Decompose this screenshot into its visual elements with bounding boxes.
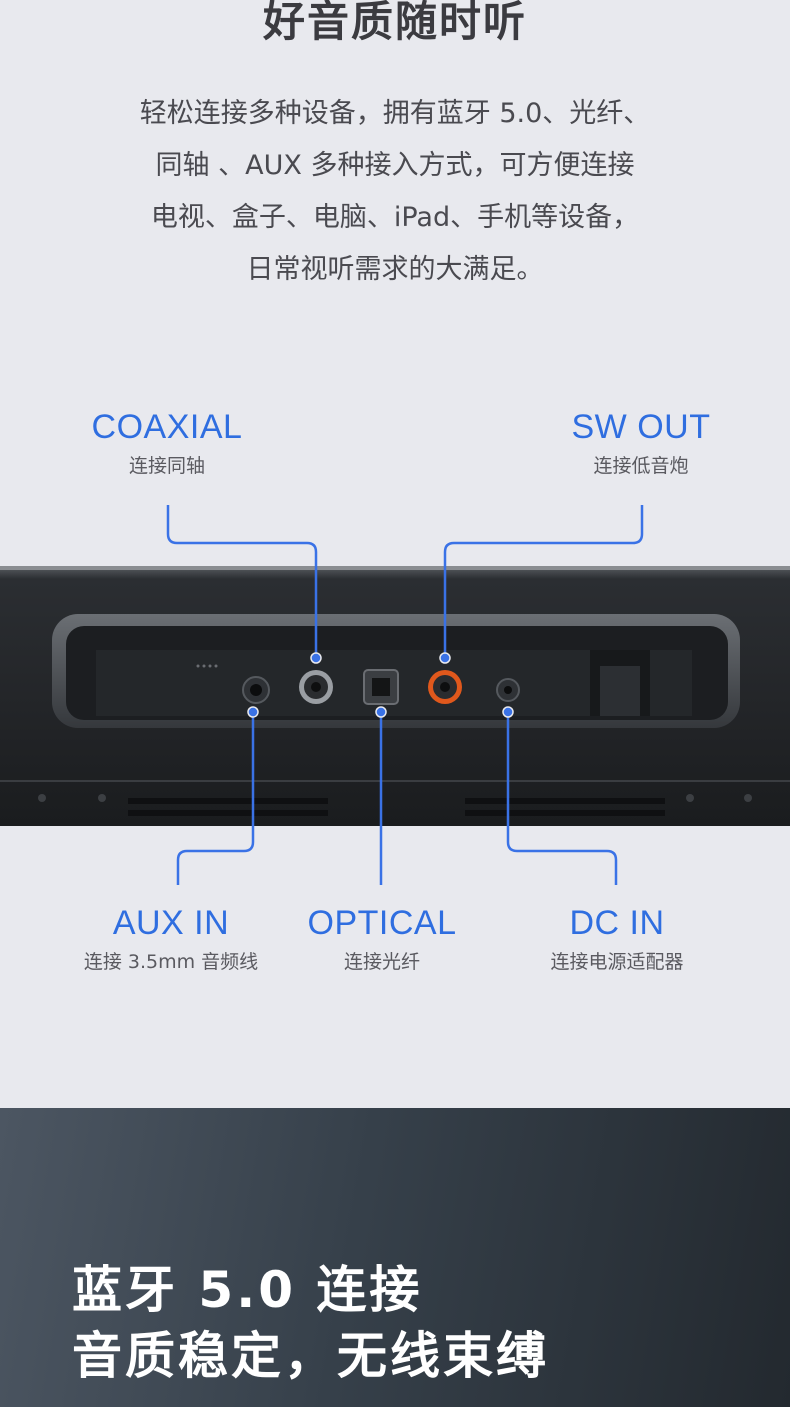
bluetooth-section: 蓝牙 5.0 连接 音质稳定，无线束缚 [0,1108,790,1407]
coaxial-name: COAXIAL [91,408,243,446]
bluetooth-subheadline: 音质稳定，无线束缚 [72,1327,549,1385]
intro-line: 日常视听需求的大满足。 [246,254,544,285]
intro-line: 电视、盒子、电脑、iPad、手机等设备， [150,202,640,233]
optical-name: OPTICAL [307,904,457,942]
intro-line: 轻松连接多种设备，拥有蓝牙 5.0、光纤、 [139,98,651,129]
sw-out-desc: 连接低音炮 [593,455,689,477]
bluetooth-headline: 蓝牙 5.0 连接 [72,1261,423,1319]
coaxial-jack [299,670,333,704]
aux-in-name: AUX IN [112,904,230,942]
intro-line: 同轴 、AUX 多种接入方式，可方便连接 [155,150,635,181]
soundbar-rear-panel-image [0,566,790,826]
coaxial-desc: 连接同轴 [128,455,205,477]
aux-in-label: AUX IN 连接 3.5mm 音频线 [51,904,291,974]
optical-desc: 连接光纤 [343,951,420,973]
dc-in-name: DC IN [569,904,665,942]
dc-in-label: DC IN 连接电源适配器 [507,904,727,974]
optical-port [363,669,399,705]
intro-paragraph: 轻松连接多种设备，拥有蓝牙 5.0、光纤、 同轴 、AUX 多种接入方式，可方便… [60,88,730,296]
coaxial-label: COAXIAL 连接同轴 [67,408,267,478]
dc-in-desc: 连接电源适配器 [550,951,684,973]
power-switch [590,650,650,716]
section-heading: 好音质随时听 [262,0,527,46]
sw-out-label: SW OUT 连接低音炮 [541,408,741,478]
sw-out-jack [428,670,462,704]
dc-in-jack [496,678,520,702]
sw-out-name: SW OUT [571,408,711,446]
optical-label: OPTICAL 连接光纤 [282,904,482,974]
indicator-dots [196,664,218,668]
connectivity-section: 好音质随时听 轻松连接多种设备，拥有蓝牙 5.0、光纤、 同轴 、AUX 多种接… [0,0,790,974]
aux-in-jack [242,676,270,704]
aux-in-desc: 连接 3.5mm 音频线 [83,951,259,973]
